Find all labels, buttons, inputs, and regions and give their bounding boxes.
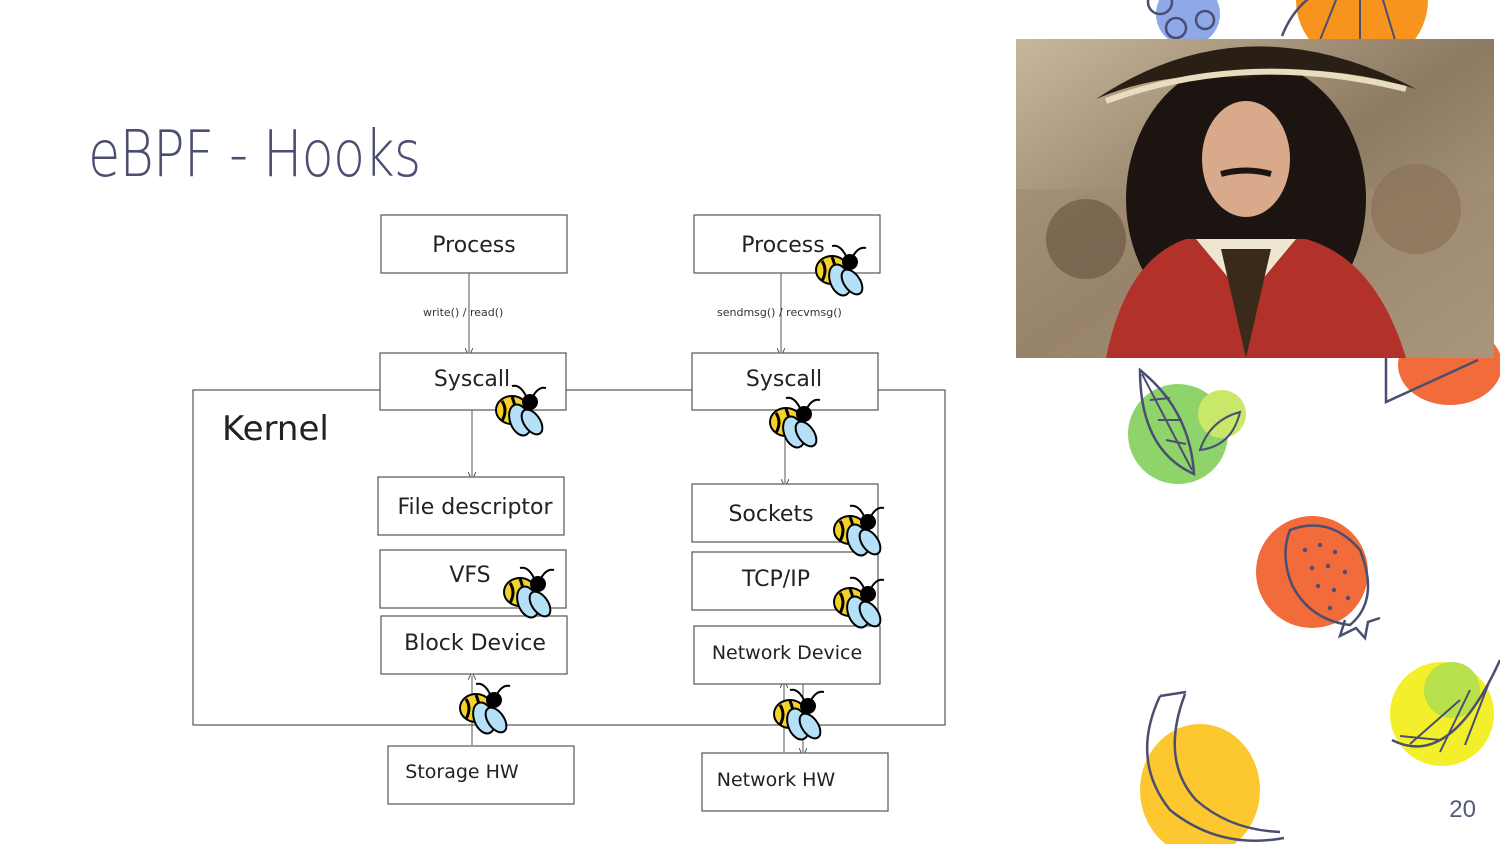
kernel-label: Kernel	[222, 409, 329, 449]
strawberry-icon	[1256, 516, 1381, 641]
right-syscall-box: Syscall	[691, 352, 879, 411]
banana-icon	[1140, 690, 1285, 844]
block-device-box: Block Device	[380, 615, 568, 675]
blueberry-icon	[1146, 0, 1220, 46]
storage-hw-label: Storage HW	[405, 761, 519, 783]
network-device-label: Network Device	[712, 642, 862, 664]
block-device-label: Block Device	[404, 631, 546, 656]
left-process-label: Process	[432, 233, 515, 258]
file-descriptor-label: File descriptor	[397, 495, 553, 520]
slide-title: eBPF - Hooks	[88, 118, 421, 192]
left-syscall-label: Syscall	[434, 367, 510, 392]
right-process-label: Process	[741, 233, 824, 258]
left-process-box: Process	[380, 214, 568, 274]
network-device-box: Network Device	[693, 625, 881, 685]
file-descriptor-box: File descriptor	[377, 476, 565, 536]
left-syscall-box: Syscall	[379, 352, 567, 411]
storage-hw-box: Storage HW	[387, 745, 575, 805]
left-edge-label: write() / read()	[423, 306, 503, 319]
network-hw-label: Network HW	[717, 769, 836, 791]
lemon-icon	[1390, 659, 1500, 766]
leaf-icon	[1128, 367, 1246, 484]
page-number: 20	[1449, 796, 1476, 823]
tcp-ip-label: TCP/IP	[741, 567, 810, 592]
sockets-label: Sockets	[728, 502, 813, 527]
kernel-frame	[192, 389, 946, 726]
bee-icon	[458, 682, 513, 738]
right-edge-label: sendmsg() / recvmsg()	[717, 306, 842, 319]
pirate-captain-photo	[1016, 39, 1494, 358]
right-syscall-label: Syscall	[746, 367, 822, 392]
bee-icon	[772, 688, 827, 744]
network-hw-box: Network HW	[701, 752, 889, 812]
vfs-label: VFS	[449, 563, 490, 588]
